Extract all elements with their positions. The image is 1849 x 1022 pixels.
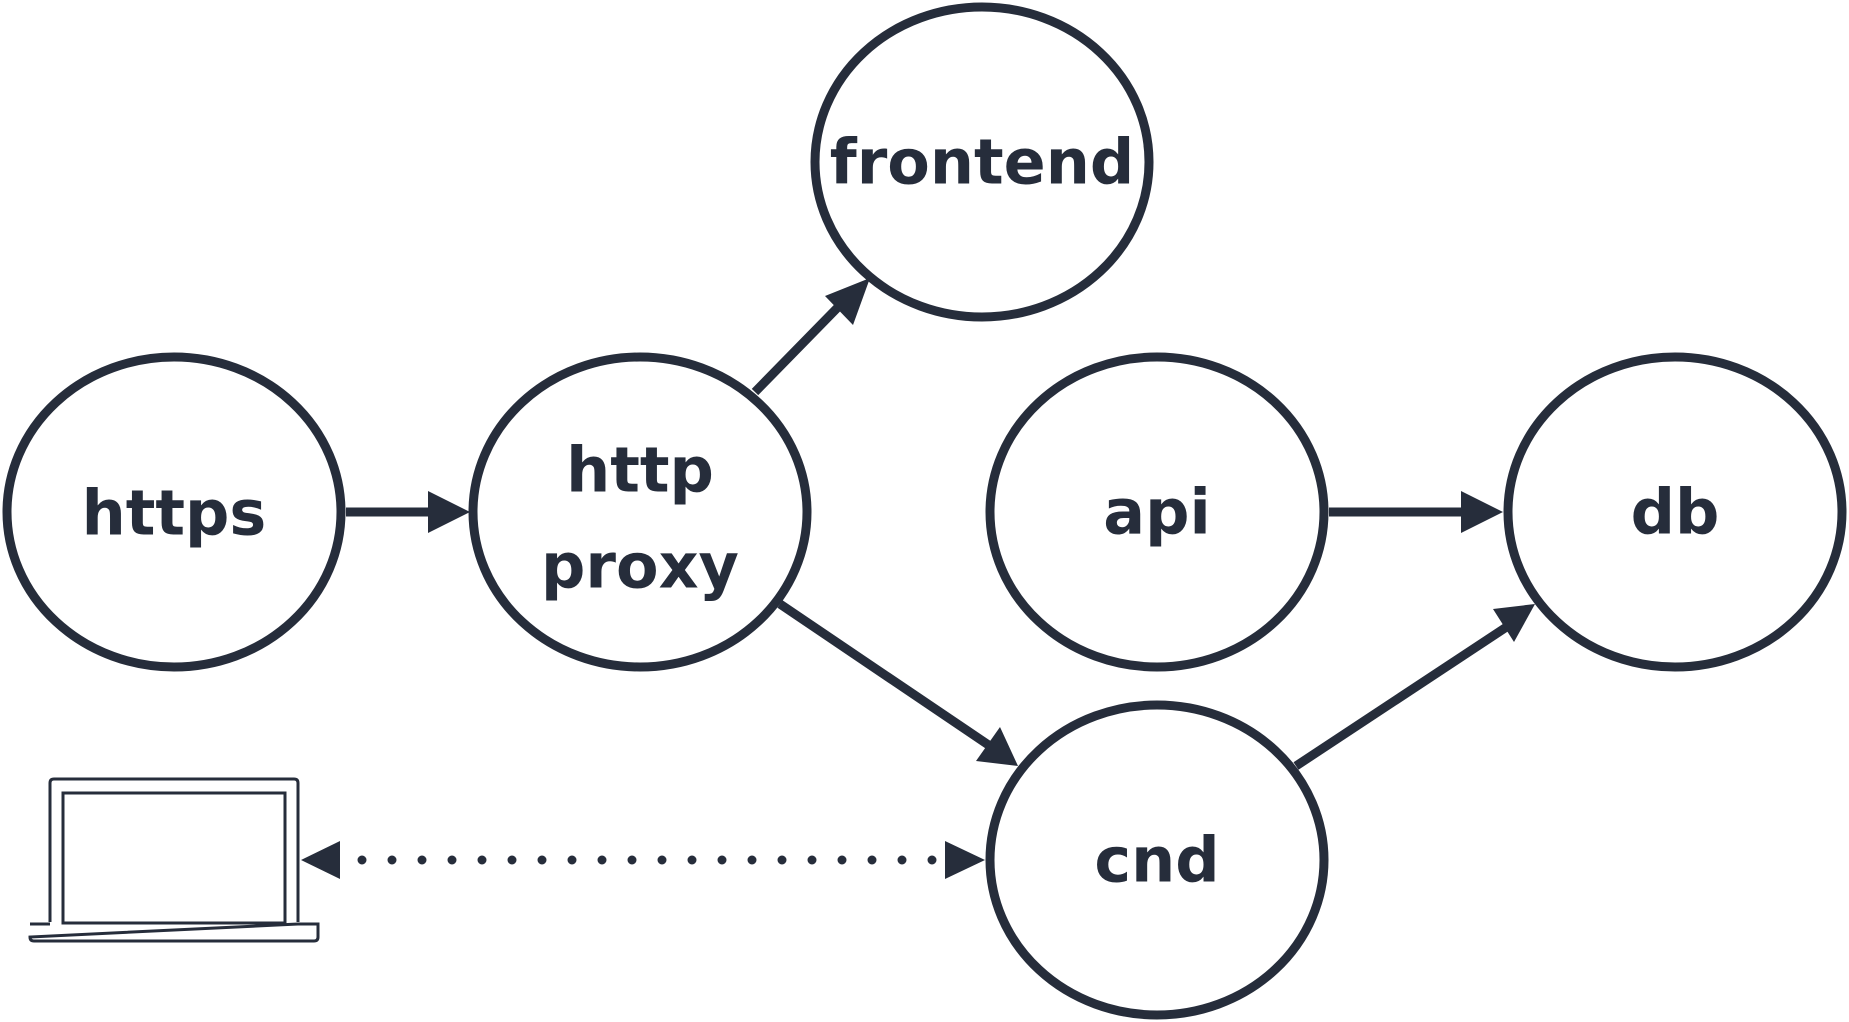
arrowhead-db-from-cnd [1493,604,1535,642]
db-label: db [1631,476,1720,549]
node-http-proxy [468,352,812,672]
arrowhead-frontend [825,278,870,325]
node-https [2,352,346,672]
http-proxy-label-line2: proxy [541,530,739,603]
cnd-label: cnd [1094,824,1219,897]
node-cnd [985,700,1329,1020]
arrowhead-http-proxy [428,491,470,533]
arrowhead-db-from-api [1461,491,1503,533]
node-api [985,352,1329,672]
https-label: https [82,477,267,550]
api-label: api [1103,476,1210,549]
arrowhead-laptop [301,841,340,879]
node-frontend [810,2,1154,322]
edge-http-proxy-to-cnd [777,600,993,750]
arrowhead-cnd [976,727,1018,766]
node-db [1503,352,1847,672]
arrowhead-cnd-from-laptop [945,841,985,879]
laptop-icon [28,777,320,943]
edge-http-proxy-to-frontend [751,296,849,396]
frontend-label: frontend [830,126,1135,199]
http-proxy-label-line1: http [566,434,714,507]
edge-cnd-to-db [1293,622,1511,770]
